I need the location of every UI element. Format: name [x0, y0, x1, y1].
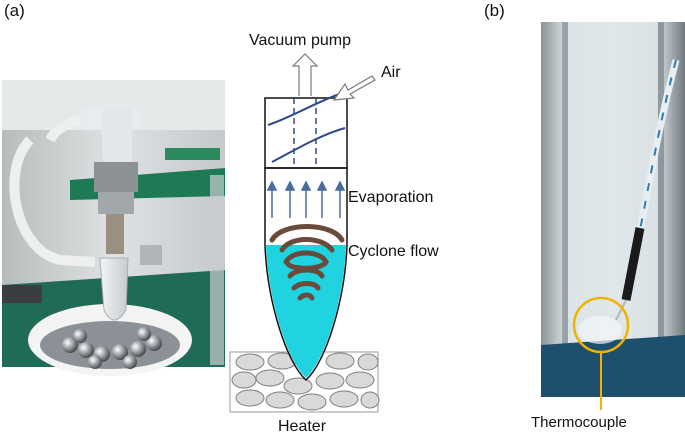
- evaporation-label: Evaporation: [348, 189, 434, 206]
- vacuum-arrow: [291, 53, 319, 96]
- air-label: Air: [381, 64, 401, 81]
- air-arrow: [332, 75, 376, 101]
- tube-outline: [264, 167, 348, 382]
- cyclone-flow-label: Cyclone flow: [348, 243, 439, 260]
- panel-label-a: (a): [4, 1, 25, 20]
- thermocouple-label: Thermocouple: [531, 414, 627, 431]
- vacuum-pump-label: Vacuum pump: [249, 32, 351, 49]
- panel-label-b: (b): [484, 1, 505, 20]
- evaporation-arrows: [266, 180, 346, 218]
- cap-box: [264, 97, 348, 169]
- liquid-fill: [266, 245, 346, 378]
- cyclone-vortex: [269, 224, 345, 301]
- heater-label: Heater: [278, 418, 327, 435]
- heater-beads: [231, 352, 380, 411]
